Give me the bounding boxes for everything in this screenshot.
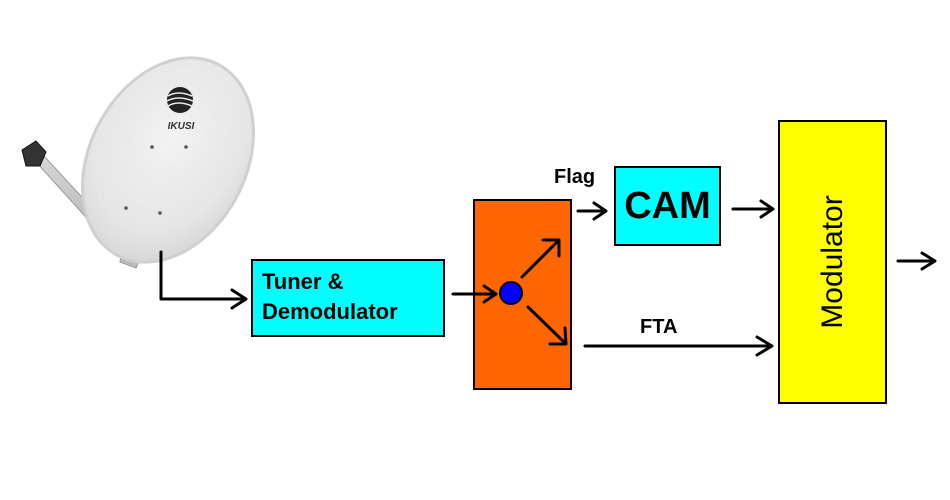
dish-to-tuner-line xyxy=(159,250,246,301)
dish-reflector xyxy=(80,56,256,264)
tuner-demodulator-block: Tuner & Demodulator xyxy=(251,259,445,337)
switch-node xyxy=(499,281,523,305)
modulator-block: Modulator xyxy=(778,120,887,404)
flag-to-cam-arrowhead xyxy=(592,201,608,221)
node-down-arrow xyxy=(526,305,567,345)
fta-label: FTA xyxy=(640,316,678,338)
node-down-arrowhead xyxy=(548,326,568,346)
dish-to-tuner-arrowhead xyxy=(230,288,248,310)
dish-brand-label: IKUSI xyxy=(168,121,195,132)
modulator-output-arrowhead xyxy=(920,251,937,271)
flag-label: Flag xyxy=(554,166,596,188)
node-up-arrowhead xyxy=(541,238,561,258)
tuner-to-switch-arrowhead xyxy=(482,284,498,304)
fta-to-modulator-arrowhead xyxy=(755,335,774,357)
cam-to-modulator-arrowhead xyxy=(759,199,775,219)
tuner-label-line2: Demodulator xyxy=(262,299,398,324)
node-up-arrow xyxy=(520,239,560,279)
cam-block: CAM xyxy=(614,166,721,246)
ikusi-logo-icon xyxy=(166,87,194,113)
lnb-icon xyxy=(21,140,47,167)
tuner-label-line1: Tuner & xyxy=(262,269,344,294)
cam-label: CAM xyxy=(624,185,711,227)
